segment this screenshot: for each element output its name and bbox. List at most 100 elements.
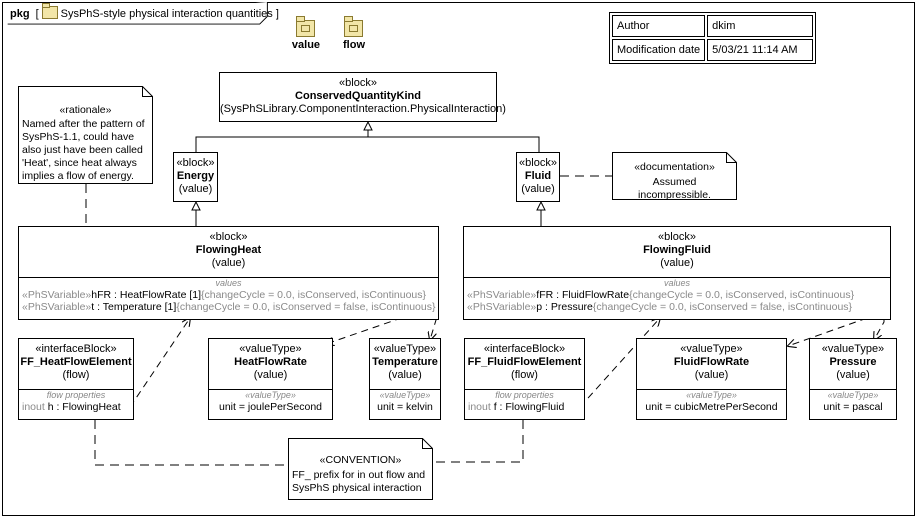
heatflowrate-stereotype: «valueType» <box>239 343 302 355</box>
property-hfr[interactable]: «PhSVariable»hFR : HeatFlowRate [1]{chan… <box>19 289 438 301</box>
f-type: : FlowingFluid <box>496 401 565 413</box>
rationale-line: also just have been called <box>22 144 143 156</box>
block-flowing-heat[interactable]: «block» FlowingHeat (value) values «PhSV… <box>18 226 439 320</box>
rationale-line: Named after the pattern of <box>22 118 145 130</box>
pressure-unit[interactable]: unit = pascal <box>823 401 883 413</box>
fluid-stereotype: «block» <box>519 157 557 169</box>
ffr-name: fFR <box>536 289 554 301</box>
f-name: f <box>493 401 497 413</box>
ffr-constraints: {changeCycle = 0.0, isConserved, isConti… <box>629 289 855 301</box>
generalization-energy-conserved[interactable] <box>195 136 368 152</box>
note-convention-shape <box>288 438 433 500</box>
note-documentation-shape <box>612 152 737 200</box>
f-direction: inout <box>468 401 491 413</box>
info-table: Author dkim Modification date 5/03/21 11… <box>609 12 817 64</box>
h-name: h <box>47 401 54 413</box>
convention-anchor-fluid[interactable] <box>433 420 524 463</box>
rationale-body: Named after the pattern of SysPhS-1.1, c… <box>22 118 149 183</box>
temperature-compartment: «valueType» unit = kelvin <box>370 389 440 413</box>
association-h-flowingheat[interactable] <box>127 318 191 410</box>
block-fluid-flow-rate[interactable]: «valueType» FluidFlowRate (value) «value… <box>636 338 787 420</box>
fluidflowrate-compartment-title: «valueType» <box>686 390 737 400</box>
flowingheat-values-compartment: values «PhSVariable»hFR : HeatFlowRate [… <box>19 277 438 313</box>
ffheat-sub: (flow) <box>62 369 90 381</box>
block-conserved-quantity-kind[interactable]: «block» ConservedQuantityKind (SysPhSLib… <box>219 72 506 122</box>
pressure-compartment-title: «valueType» <box>827 390 879 400</box>
note-rationale-shape <box>18 86 153 184</box>
flowingfluid-sub: (value) <box>660 257 694 269</box>
fffluid-flow-compartment: flow properties inout f : FlowingFluid <box>465 389 584 413</box>
p-type: : Pressure <box>542 301 593 313</box>
pressure-sub: (value) <box>836 369 870 381</box>
conserved-qualifier: (SysPhSLibrary.ComponentInteraction.Phys… <box>220 103 506 115</box>
note-documentation[interactable]: «documentation» Assumed incompressible. <box>612 152 737 201</box>
documentation-stereotype: «documentation» <box>634 161 715 173</box>
block-energy[interactable]: «block» Energy (value) <box>173 152 218 202</box>
package-icon <box>41 3 58 19</box>
package-flow-label[interactable]: flow <box>343 39 365 51</box>
flowingfluid-stereotype: «block» <box>658 231 696 243</box>
generalization-flowingfluid-fluid[interactable] <box>536 200 546 226</box>
energy-stereotype: «block» <box>176 157 215 169</box>
block-ff-heat-flow-element[interactable]: «interfaceBlock» FF_HeatFlowElement (flo… <box>18 338 134 420</box>
fffluid-stereotype: «interfaceBlock» <box>483 343 566 355</box>
fluidflowrate-compartment: «valueType» unit = cubicMetrePerSecond <box>637 389 786 413</box>
fffluid-compartment-title: flow properties <box>495 390 554 400</box>
p-constraints: {changeCycle = 0.0, isConserved = false,… <box>592 301 853 313</box>
hfr-constraints: {changeCycle = 0.0, isConserved, isConti… <box>201 289 427 301</box>
rationale-stereotype: «rationale» <box>59 104 112 116</box>
flowingheat-sub: (value) <box>211 257 246 269</box>
flowingheat-compartment-title: values <box>215 278 242 288</box>
package-value-label[interactable]: value <box>291 39 321 51</box>
property-h[interactable]: inout h : FlowingHeat <box>19 401 133 413</box>
h-direction: inout <box>22 401 45 413</box>
block-fluid[interactable]: «block» Fluid (value) <box>516 152 560 202</box>
heatflowrate-sub: (value) <box>253 369 288 381</box>
energy-name: Energy <box>176 170 215 182</box>
note-rationale[interactable]: «rationale» Named after the pattern of S… <box>18 86 153 184</box>
author-value: dkim <box>707 15 814 37</box>
frame-tab <box>7 2 268 25</box>
ffr-type: : FluidFlowRate <box>553 289 630 301</box>
block-pressure[interactable]: «valueType» Pressure (value) «valueType»… <box>809 338 897 420</box>
hfr-type: : HeatFlowRate [1] <box>111 289 201 301</box>
t-stereotype: «PhSVariable» <box>22 301 92 313</box>
generalization-triangle-conserved <box>363 120 373 137</box>
fluidflowrate-stereotype: «valueType» <box>680 343 743 355</box>
property-ffr[interactable]: «PhSVariable»fFR : FluidFlowRate{changeC… <box>464 289 890 301</box>
t-name: t <box>91 301 95 313</box>
heatflowrate-compartment: «valueType» unit = joulePerSecond <box>209 389 332 413</box>
property-f[interactable]: inout f : FlowingFluid <box>465 401 584 413</box>
frame-header: pkg[SysPhS-style physical interaction qu… <box>10 3 279 20</box>
generalization-flowingheat-energy[interactable] <box>191 200 201 226</box>
package-flow-icon[interactable] <box>344 16 363 37</box>
temperature-unit[interactable]: unit = kelvin <box>377 401 433 413</box>
block-flowing-fluid[interactable]: «block» FlowingFluid (value) values «PhS… <box>463 226 891 320</box>
rationale-line: 'Heat', since heat always <box>22 157 137 169</box>
temperature-stereotype: «valueType» <box>373 343 437 355</box>
block-temperature[interactable]: «valueType» Temperature (value) «valueTy… <box>369 338 441 420</box>
ffheat-name: FF_HeatFlowElement <box>20 356 132 368</box>
energy-sub: (value) <box>178 183 213 195</box>
convention-anchor-heat[interactable] <box>94 420 288 466</box>
t-constraints: {changeCycle = 0.0, isConserved = false,… <box>176 301 436 313</box>
fluidflowrate-unit[interactable]: unit = cubicMetrePerSecond <box>645 401 778 413</box>
ffheat-compartment-title: flow properties <box>46 390 106 400</box>
heatflowrate-unit[interactable]: unit = joulePerSecond <box>218 401 323 413</box>
block-heat-flow-rate[interactable]: «valueType» HeatFlowRate (value) «valueT… <box>208 338 333 420</box>
property-p[interactable]: «PhSVariable»p : Pressure{changeCycle = … <box>464 301 890 313</box>
ffheat-stereotype: «interfaceBlock» <box>35 343 117 355</box>
property-t[interactable]: «PhSVariable»t : Temperature [1]{changeC… <box>19 301 438 313</box>
note-convention[interactable]: «CONVENTION» FF_ prefix for in out flow … <box>288 438 433 500</box>
flowingheat-name: FlowingHeat <box>195 244 262 256</box>
convention-line: SysPhS physical interaction <box>292 482 422 494</box>
temperature-name: Temperature <box>372 356 438 368</box>
fffluid-name: FF_FluidFlowElement <box>467 356 582 368</box>
pressure-compartment: «valueType» unit = pascal <box>810 389 896 413</box>
block-ff-fluid-flow-element[interactable]: «interfaceBlock» FF_FluidFlowElement (fl… <box>464 338 585 420</box>
heatflowrate-name: HeatFlowRate <box>234 356 307 368</box>
package-value-icon[interactable] <box>296 16 315 37</box>
heatflowrate-compartment-title: «valueType» <box>245 390 296 400</box>
generalization-fluid-conserved[interactable] <box>368 136 540 152</box>
frame-title: SysPhS-style physical interaction quanti… <box>60 8 273 20</box>
